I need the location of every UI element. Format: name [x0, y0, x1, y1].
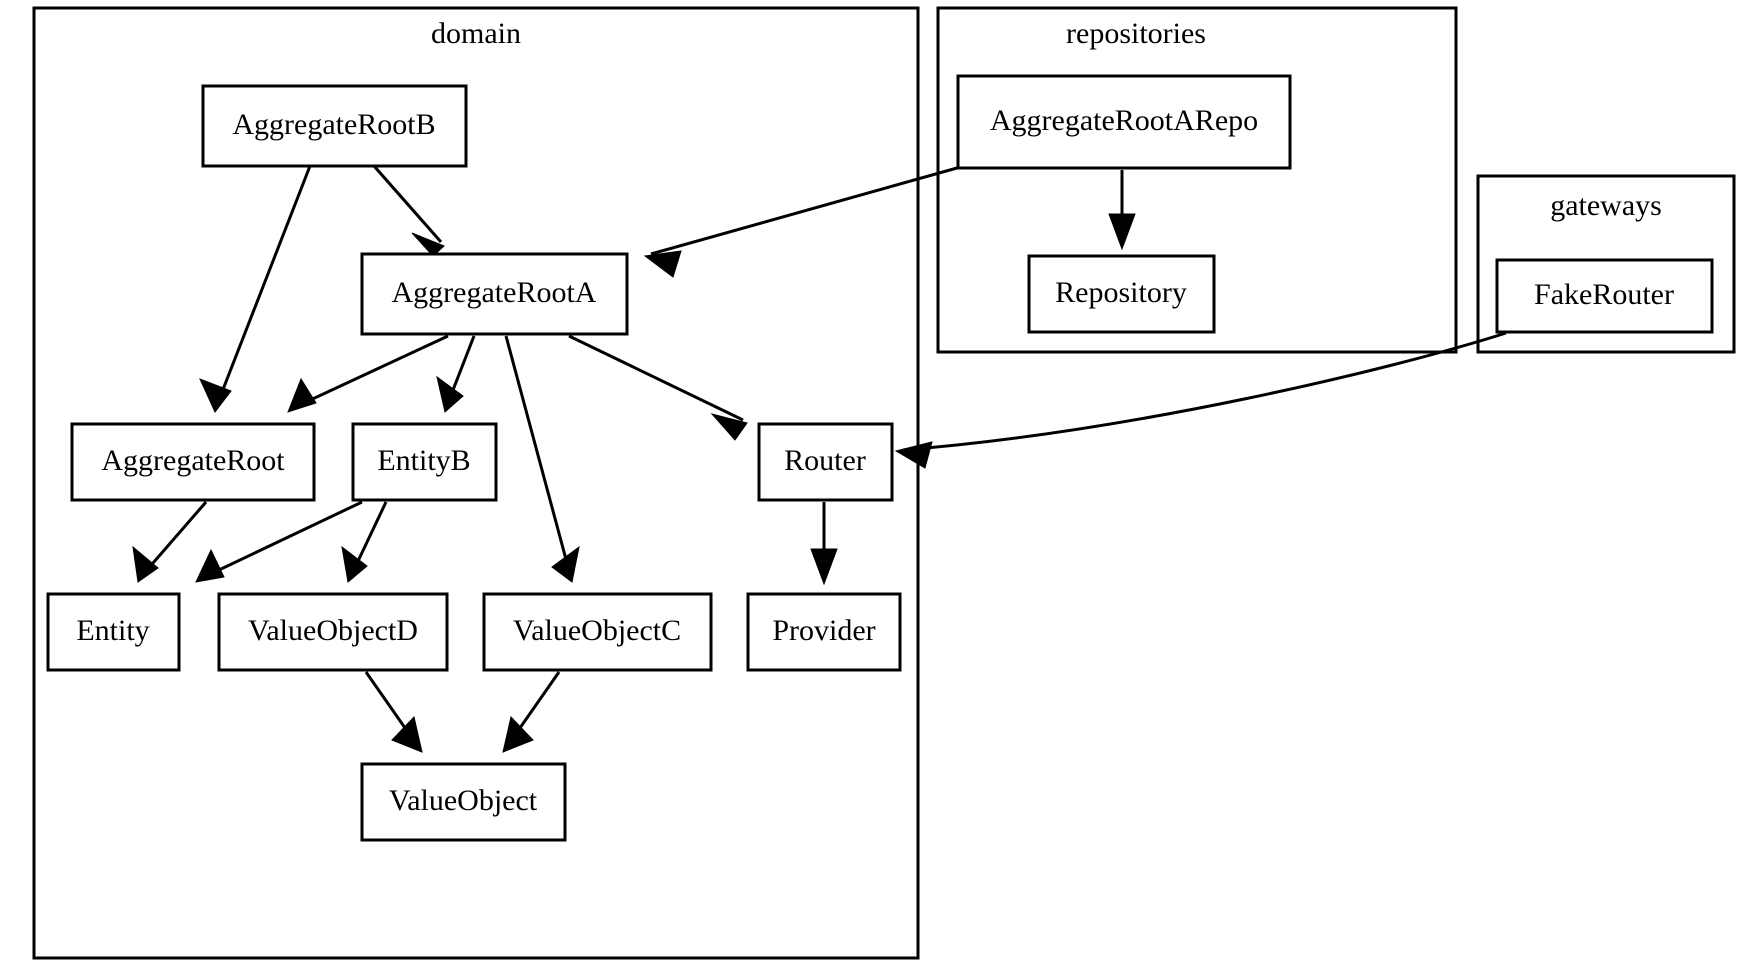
- arrowhead-icon: [391, 715, 423, 753]
- node-valueobjectc[interactable]: ValueObjectC: [482, 592, 713, 672]
- node-label: Repository: [1055, 276, 1187, 309]
- edge-aggregaterootb-to-aggregateroot[interactable]: [199, 165, 312, 413]
- cluster-domain[interactable]: domain: [32, 6, 920, 960]
- node-box: [201, 84, 468, 168]
- arrowhead-icon: [195, 548, 225, 583]
- edge-aggregaterootarepo-to-aggregateroota[interactable]: [643, 166, 958, 278]
- node-box: [46, 592, 181, 672]
- arrowhead-icon: [894, 441, 933, 469]
- node-label: ValueObject: [389, 784, 538, 817]
- edge-fakerouter-to-router[interactable]: [894, 331, 1507, 469]
- arrowhead-icon: [287, 377, 317, 413]
- node-box: [360, 252, 629, 336]
- cluster-gateways-rect: [1476, 174, 1736, 354]
- arrowhead-icon: [199, 378, 232, 413]
- node-label: Entity: [76, 614, 149, 647]
- node-aggregaterootarepo[interactable]: AggregateRootARepo: [956, 74, 1292, 170]
- edge-line: [213, 165, 312, 411]
- edge-entityb-to-valueobjectd[interactable]: [341, 501, 388, 583]
- node-entityb[interactable]: EntityB: [351, 422, 498, 502]
- node-box: [482, 592, 713, 672]
- cluster-repositories[interactable]: repositories: [936, 6, 1458, 354]
- arrowhead-icon: [710, 413, 748, 441]
- node-label: AggregateRootARepo: [990, 104, 1258, 137]
- node-box: [351, 422, 498, 502]
- edge-aggregateroota-to-valueobjectc[interactable]: [504, 335, 580, 583]
- node-valueobjectd[interactable]: ValueObjectD: [217, 592, 449, 672]
- node-label: FakeRouter: [1534, 278, 1674, 311]
- node-aggregateroota[interactable]: AggregateRootA: [360, 252, 629, 336]
- node-label: AggregateRoot: [101, 444, 285, 477]
- arrowhead-icon: [341, 545, 368, 583]
- node-provider[interactable]: Provider: [746, 592, 902, 672]
- node-label: AggregateRootB: [232, 108, 435, 141]
- arrowhead-icon: [551, 545, 580, 583]
- node-label: EntityB: [377, 444, 470, 477]
- edge-aggregateroota-to-entityb[interactable]: [436, 335, 476, 413]
- node-fakerouter[interactable]: FakeRouter: [1495, 258, 1714, 334]
- arrowhead-icon: [502, 715, 534, 753]
- node-valueobject[interactable]: ValueObject: [360, 762, 567, 842]
- cluster-domain-label: domain: [431, 17, 521, 50]
- edge-line: [902, 331, 1507, 452]
- edge-line: [650, 166, 958, 256]
- cluster-domain-rect: [32, 6, 920, 960]
- arrowhead-icon: [436, 375, 464, 413]
- edge-aggregateroota-to-aggregateroot[interactable]: [287, 334, 449, 413]
- node-box: [1495, 258, 1714, 334]
- node-box: [746, 592, 902, 672]
- node-box: [217, 592, 449, 672]
- node-repository[interactable]: Repository: [1027, 254, 1216, 334]
- node-aggregaterootb[interactable]: AggregateRootB: [201, 84, 468, 168]
- cluster-repositories-rect: [936, 6, 1458, 354]
- cluster-repositories-label: repositories: [1066, 17, 1206, 50]
- edge-valueobjectc-to-valueobject[interactable]: [502, 671, 561, 753]
- node-aggregateroot[interactable]: AggregateRoot: [70, 422, 316, 502]
- cluster-group: domain repositories gateways: [32, 6, 1736, 960]
- node-label: Provider: [772, 614, 875, 647]
- node-group: AggregateRootB AggregateRootA AggregateR…: [46, 74, 1714, 842]
- edge-line: [504, 335, 573, 579]
- node-router[interactable]: Router: [757, 422, 894, 502]
- arrowhead-icon: [1108, 213, 1136, 251]
- node-entity[interactable]: Entity: [46, 592, 181, 672]
- cluster-gateways-label: gateways: [1550, 189, 1662, 222]
- edge-aggregateroot-to-entity[interactable]: [132, 501, 208, 583]
- arrowhead-icon: [411, 232, 445, 257]
- edge-aggregateroota-to-router[interactable]: [568, 334, 748, 441]
- node-box: [1027, 254, 1216, 334]
- edge-valueobjectd-to-valueobject[interactable]: [364, 671, 423, 753]
- node-label: ValueObjectC: [513, 614, 681, 647]
- edge-entityb-to-entity[interactable]: [195, 500, 363, 583]
- edge-line: [372, 165, 443, 243]
- edge-group: [132, 165, 1507, 753]
- node-box: [757, 422, 894, 502]
- node-box: [70, 422, 316, 502]
- edge-router-to-provider[interactable]: [810, 502, 838, 586]
- node-label: ValueObjectD: [248, 614, 418, 647]
- edge-aggregaterootb-to-aggregateroota[interactable]: [372, 165, 445, 257]
- cluster-gateways[interactable]: gateways: [1476, 174, 1736, 354]
- node-box: [360, 762, 567, 842]
- arrowhead-icon: [810, 548, 838, 586]
- edge-aggregaterootarepo-to-repository[interactable]: [1108, 170, 1136, 251]
- arrowhead-icon: [132, 545, 159, 583]
- node-label: Router: [784, 444, 866, 477]
- arrowhead-icon: [643, 250, 682, 278]
- node-label: AggregateRootA: [392, 276, 597, 309]
- edge-line: [568, 334, 744, 422]
- edge-line: [199, 500, 363, 581]
- edge-line: [290, 334, 449, 411]
- node-box: [956, 74, 1292, 170]
